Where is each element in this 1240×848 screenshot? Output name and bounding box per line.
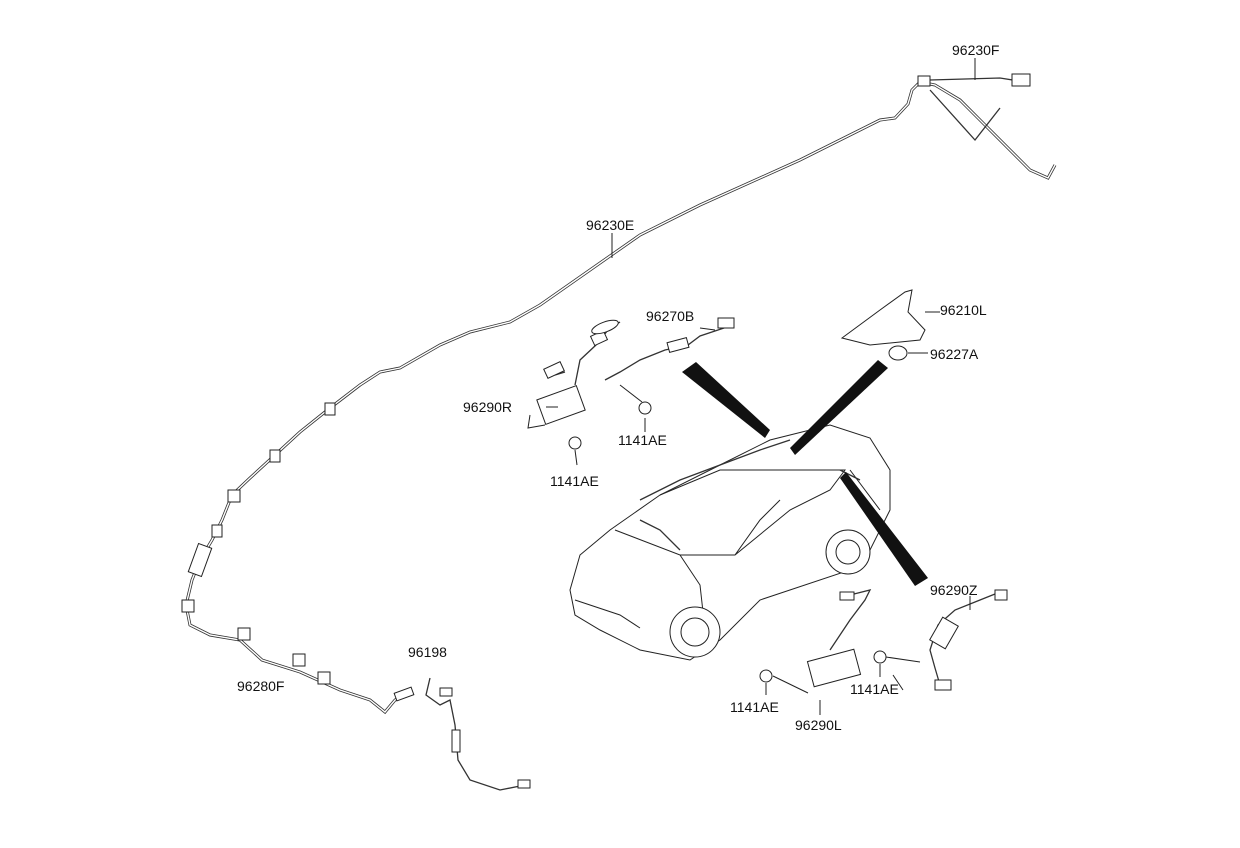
label-1141AE: 1141AE	[550, 473, 599, 489]
clip	[211, 524, 223, 538]
label-96280F: 96280F	[237, 678, 284, 694]
clip	[317, 671, 331, 685]
filter	[187, 542, 213, 578]
label-96227A: 96227A	[930, 346, 979, 362]
cable-96198	[425, 677, 531, 791]
label-96270B: 96270B	[646, 308, 694, 324]
label-1141AE: 1141AE	[730, 699, 779, 715]
clip	[237, 627, 251, 641]
label-96290Z: 96290Z	[930, 582, 978, 598]
connector	[1011, 73, 1031, 87]
connector	[917, 75, 931, 87]
label-96290R: 96290R	[463, 399, 512, 415]
clip	[269, 449, 281, 463]
module-96290L	[806, 589, 872, 688]
cable-96230E	[181, 73, 1057, 715]
leader-arrows	[682, 360, 928, 586]
clip	[292, 653, 306, 667]
amplifier-96290R	[527, 319, 621, 429]
shark-fin-antenna-96210L	[840, 289, 940, 361]
connector	[439, 687, 453, 697]
label-96230F: 96230F	[952, 42, 999, 58]
clip	[227, 489, 241, 503]
label-1141AE: 1141AE	[850, 681, 899, 697]
car-illustration	[569, 424, 891, 661]
label-96290L: 96290L	[795, 717, 842, 733]
label-96210L: 96210L	[940, 302, 987, 318]
clip	[181, 599, 195, 613]
plug	[393, 686, 415, 702]
connector	[451, 729, 461, 753]
screws-1141AE	[568, 384, 921, 695]
connector	[517, 779, 531, 789]
label-96230E: 96230E	[586, 217, 634, 233]
clip	[324, 402, 336, 416]
label-1141AE: 1141AE	[618, 432, 667, 448]
label-96198: 96198	[408, 644, 447, 660]
cable-96290Z	[929, 589, 1008, 691]
cable-96270B	[604, 317, 735, 381]
